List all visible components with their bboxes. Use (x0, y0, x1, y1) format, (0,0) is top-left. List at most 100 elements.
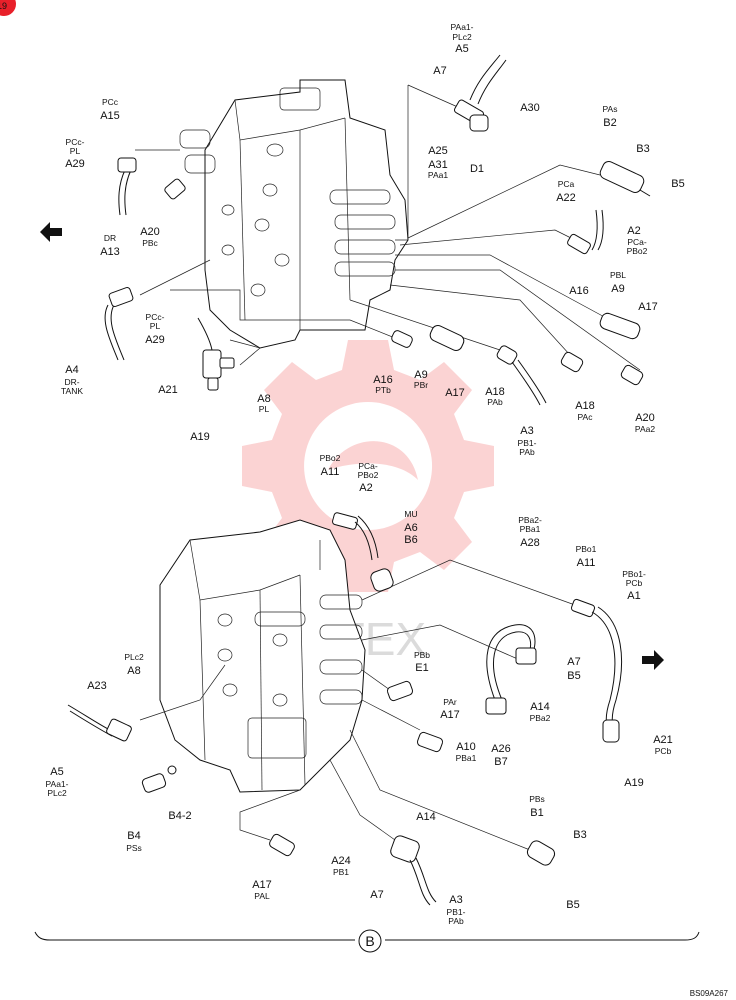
document-code: BS09A267 (690, 989, 729, 998)
callout-port-name: MU (404, 509, 417, 519)
fitting-a18-pac (560, 351, 584, 373)
callout-port-name: PCa- (627, 237, 647, 247)
callout-port-name: PBr (414, 380, 428, 390)
callout-port-name: PAa1- (451, 22, 474, 32)
callout-port-name: PLc2 (452, 32, 472, 42)
lower-valve-block (159, 519, 366, 793)
callout-port-name: PAb (448, 916, 464, 926)
callout-code: A29 (65, 158, 85, 170)
callout-code: A21 (158, 384, 178, 396)
callout-port-name: PCc (102, 97, 119, 107)
callout-code: A5 (455, 43, 468, 55)
callout-code: A8 (127, 665, 140, 677)
callout-code: A17 (638, 301, 658, 313)
upper-valve-block (179, 79, 409, 349)
callout-code: E1 (415, 662, 428, 674)
callout-code: B5 (671, 178, 684, 190)
callout-code: B2 (603, 117, 616, 129)
callout-code: A23 (87, 680, 107, 692)
callout-code: A10 (456, 741, 476, 753)
callout-code: A20 (140, 226, 160, 238)
callout-port-name: PCa (558, 179, 575, 189)
callout-port-name: PTb (375, 385, 391, 395)
callout-port-name: TANK (61, 386, 83, 396)
callout-code: A16 (373, 374, 393, 386)
fitting-a20-pbc (164, 178, 186, 200)
callout-code: A30 (520, 102, 540, 114)
callout-code: A28 (520, 537, 540, 549)
callout-code: A26 (491, 743, 511, 755)
fitting-a30-elbow (453, 54, 507, 132)
fitting-a14-pb1 (390, 835, 437, 906)
callout-code: A9 (414, 369, 427, 381)
callout-port-name: DR- (64, 377, 79, 387)
callout-port-name: PL (150, 321, 161, 331)
fitting-a15-pcc (117, 157, 137, 216)
callout-port-name: PB1 (333, 867, 349, 877)
callout-port-name: PCc- (66, 137, 85, 147)
callout-code: A1 (627, 590, 640, 602)
callout-port-name: PAc (578, 412, 594, 422)
callout-code: A5 (50, 766, 63, 778)
callout-port-name: DR (104, 233, 116, 243)
callout-port-name: PAa2 (635, 424, 655, 434)
fitting-a17-pal (269, 833, 295, 857)
callout-port-name: PAa1- (46, 779, 69, 789)
callout-port-name: PBc (142, 238, 158, 248)
callout-port-name: PL (259, 404, 270, 414)
left-arrow-icon (40, 222, 62, 242)
callout-code: A31 (428, 159, 448, 171)
callout-code: B5 (567, 670, 580, 682)
callout-code: B6 (404, 534, 417, 546)
callout-port-name: PAL (254, 891, 270, 901)
fitting-b2-elbow (599, 161, 651, 197)
callout-port-name: PBo1- (622, 569, 646, 579)
callout-code: A29 (145, 334, 165, 346)
fitting-a16-ptb (391, 330, 413, 348)
callout-code: A15 (100, 110, 120, 122)
fitting-a21-tee (197, 317, 235, 391)
callout-code: B4-2 (168, 810, 191, 822)
callout-code: A14 (530, 701, 550, 713)
fitting-a9-pbr (429, 325, 465, 351)
callout-port-name: PSs (126, 843, 142, 853)
callout-port-name: PBb (414, 650, 430, 660)
callout-code: A6 (404, 522, 417, 534)
callout-code: A19 (624, 777, 644, 789)
callout-port-name: PAb (519, 447, 535, 457)
fitting-b4-pss (141, 765, 177, 793)
callout-port-name: PB1- (447, 907, 466, 917)
callout-port-name: PAr (443, 697, 457, 707)
fitting-a20-paa2 (620, 364, 644, 386)
fitting-a11-pbo2 (332, 512, 379, 561)
callout-code: A11 (577, 557, 596, 569)
fitting-e1-pbb (386, 680, 414, 702)
callout-port-name: PBa2 (530, 713, 551, 723)
callout-code: A2 (627, 225, 640, 237)
hose-a28-pba2-pba1 (485, 624, 537, 715)
callout-port-name: PBa1 (456, 753, 477, 763)
callout-port-name: PCa- (358, 461, 378, 471)
callout-port-name: PCc- (146, 312, 165, 322)
fitting-a17-par (416, 731, 444, 753)
fitting-a9-pbl (599, 312, 641, 340)
section-bracket: B (34, 929, 700, 953)
fitting-a18-pab (496, 345, 547, 406)
callout-port-name: PBa1 (520, 524, 541, 534)
hose-a1-pbo1-pcb (570, 598, 623, 743)
callout-code: A22 (556, 192, 576, 204)
callout-code: B3 (636, 143, 649, 155)
callout-code: A9 (611, 283, 624, 295)
callout-port-name: PAa1 (428, 170, 448, 180)
callout-port-name: PBo2 (358, 470, 379, 480)
callout-port-name: PAb (487, 397, 503, 407)
callout-code: A3 (520, 425, 533, 437)
upper-leader-lines (135, 84, 641, 371)
callout-code: A18 (485, 386, 505, 398)
section-marker-text: B (365, 933, 374, 949)
callout-port-name: PCb (655, 746, 672, 756)
right-arrow-icon (642, 650, 664, 670)
callout-code: A7 (567, 656, 580, 668)
